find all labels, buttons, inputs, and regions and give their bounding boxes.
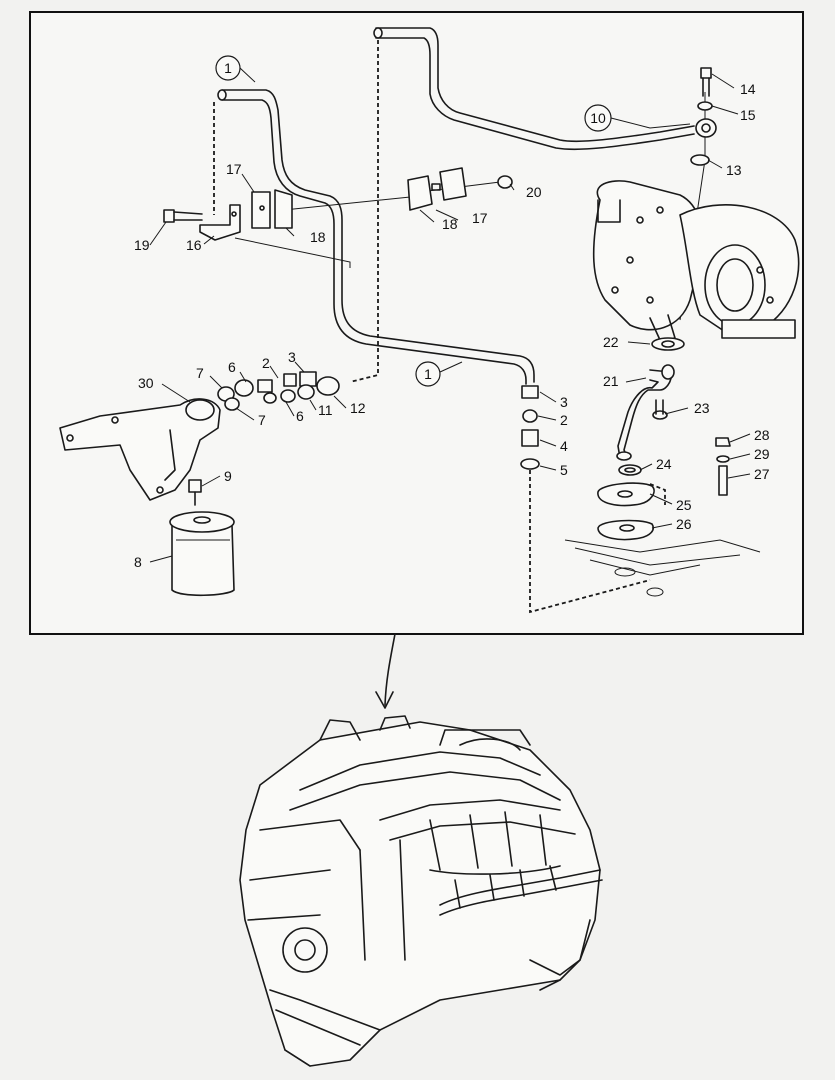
callout-27: 27 — [754, 466, 770, 482]
fitting-chain — [217, 371, 340, 411]
callout-7a: 7 — [196, 365, 204, 381]
callout-2a: 2 — [560, 412, 568, 428]
callout-3a: 3 — [560, 394, 568, 410]
pointer-arrow — [375, 633, 396, 709]
callout-16: 16 — [186, 237, 202, 253]
callout-2b: 2 — [262, 355, 270, 371]
callout-24: 24 — [656, 456, 672, 472]
turbocharger — [592, 180, 800, 341]
callout-18b: 18 — [442, 216, 458, 232]
nipple-9 — [188, 479, 202, 506]
washer-29 — [716, 455, 730, 463]
callout-30: 30 — [138, 375, 154, 391]
svg-text:1: 1 — [224, 60, 232, 76]
callout-22: 22 — [603, 334, 619, 350]
nut-20 — [497, 175, 513, 189]
oil-feed-pipe-1 — [217, 89, 535, 385]
callout-11: 11 — [318, 402, 333, 418]
callout-3b: 3 — [288, 349, 296, 365]
callout-29: 29 — [754, 446, 770, 462]
callout-25: 25 — [676, 497, 692, 513]
callout-13: 13 — [726, 162, 742, 178]
stud-27 — [718, 465, 728, 496]
connector-4 — [521, 429, 539, 447]
bracket-axis-line — [234, 237, 351, 268]
callout-19: 19 — [134, 237, 150, 253]
callout-7b: 7 — [258, 412, 266, 428]
gasket-26 — [597, 519, 655, 541]
callout-6b: 6 — [296, 408, 304, 424]
callout-20: 20 — [526, 184, 542, 200]
callout-17a: 17 — [226, 161, 242, 177]
ring-2 — [522, 409, 538, 423]
banjo-fitting — [695, 118, 717, 138]
washer-15 — [697, 101, 713, 111]
callout-leaders — [149, 67, 751, 563]
oil-filter-head-30 — [59, 398, 221, 501]
detail-frame — [29, 11, 804, 635]
callout-28: 28 — [754, 427, 770, 443]
callout-6a: 6 — [228, 359, 236, 375]
callout-10: 10 — [584, 104, 612, 132]
nut-28 — [715, 437, 731, 447]
assembly-line-bottom — [529, 470, 651, 614]
callout-1a: 1 — [215, 55, 241, 81]
callout-4: 4 — [560, 438, 568, 454]
svg-text:10: 10 — [590, 110, 606, 126]
gasket-22 — [651, 337, 685, 351]
return-pipe-21 — [616, 364, 675, 461]
callout-labels: 1 1 10 14 15 13 17 17 18 18 19 16 20 22 … — [134, 55, 770, 570]
callout-9: 9 — [224, 468, 232, 484]
callout-1b: 1 — [415, 361, 441, 387]
callout-18a: 18 — [310, 229, 326, 245]
crankcase-surface — [564, 539, 761, 597]
screw-23 — [652, 399, 668, 420]
callout-21: 21 — [603, 373, 619, 389]
clamp-17-18-right — [407, 167, 467, 211]
callout-14: 14 — [740, 81, 756, 97]
clamp-17-18-left — [251, 189, 293, 229]
callout-8: 8 — [134, 554, 142, 570]
flange-25 — [597, 482, 655, 507]
banjo-bolt-14 — [700, 67, 712, 97]
engine-overview — [239, 715, 603, 1067]
callout-17b: 17 — [472, 210, 488, 226]
nut-3 — [521, 385, 539, 399]
callout-26: 26 — [676, 516, 692, 532]
sealing-ring-24 — [618, 464, 642, 476]
assembly-line-flange — [649, 483, 666, 505]
callout-15: 15 — [740, 107, 756, 123]
washer-5 — [520, 458, 540, 470]
callout-5: 5 — [560, 462, 568, 478]
washer-13 — [690, 154, 710, 166]
bolt-19 — [163, 209, 203, 223]
callout-12: 12 — [350, 400, 366, 416]
callout-23: 23 — [694, 400, 710, 416]
oil-feed-pipe-10 — [373, 27, 695, 151]
svg-text:1: 1 — [424, 366, 432, 382]
oil-filter-8 — [169, 511, 235, 597]
bracket-16 — [199, 204, 241, 241]
